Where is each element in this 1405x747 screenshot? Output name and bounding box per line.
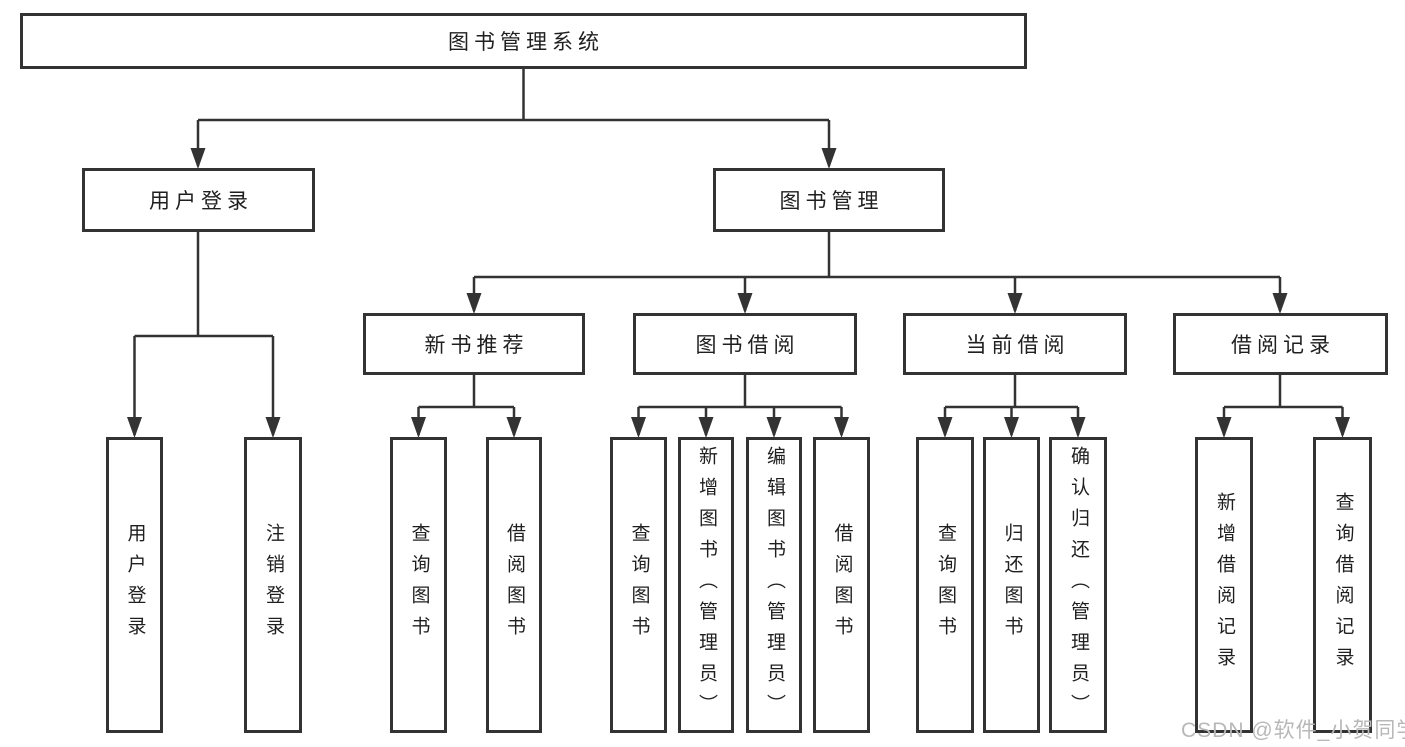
branch-new-book-recommend — [411, 375, 522, 438]
leaf-query-borrow-record: 查询借阅记录 — [1313, 437, 1372, 733]
leaf-user-login: 用户登录 — [106, 437, 163, 733]
leaf-add-borrow-record: 新增借阅记录 — [1195, 437, 1253, 733]
branch-root — [190, 69, 837, 169]
leaf-borrow-books: 借阅图书 — [813, 437, 870, 733]
leaf-edit-book-admin: 编辑图书（管理员） — [746, 437, 802, 733]
branch-book-management — [466, 232, 1288, 314]
node-root: 图书管理系统 — [20, 13, 1027, 69]
node-borrow-records: 借阅记录 — [1173, 313, 1388, 375]
leaf-confirm-return-admin: 确认归还（管理员） — [1049, 437, 1107, 733]
csdn-watermark: CSDN @软件_小贺同学 — [1181, 719, 1405, 742]
leaf-query-books-recommend: 查询图书 — [390, 437, 447, 733]
node-new-book-recommend: 新书推荐 — [363, 313, 585, 375]
node-book-borrow: 图书借阅 — [633, 313, 857, 375]
branch-current-borrow — [937, 375, 1086, 438]
branch-borrow-records — [1216, 375, 1350, 438]
leaf-query-books-borrow: 查询图书 — [610, 437, 667, 733]
leaf-logout: 注销登录 — [244, 437, 302, 733]
branch-book-borrow — [631, 375, 849, 438]
leaf-return-book: 归还图书 — [983, 437, 1040, 733]
node-user-login: 用户登录 — [82, 168, 315, 232]
leaf-add-book-admin: 新增图书（管理员） — [678, 437, 734, 733]
node-book-management: 图书管理 — [713, 168, 945, 232]
leaf-query-books-current: 查询图书 — [916, 437, 974, 733]
node-current-borrow: 当前借阅 — [903, 313, 1127, 375]
branch-user-login — [127, 232, 281, 438]
leaf-borrow-books-recommend: 借阅图书 — [486, 437, 542, 733]
